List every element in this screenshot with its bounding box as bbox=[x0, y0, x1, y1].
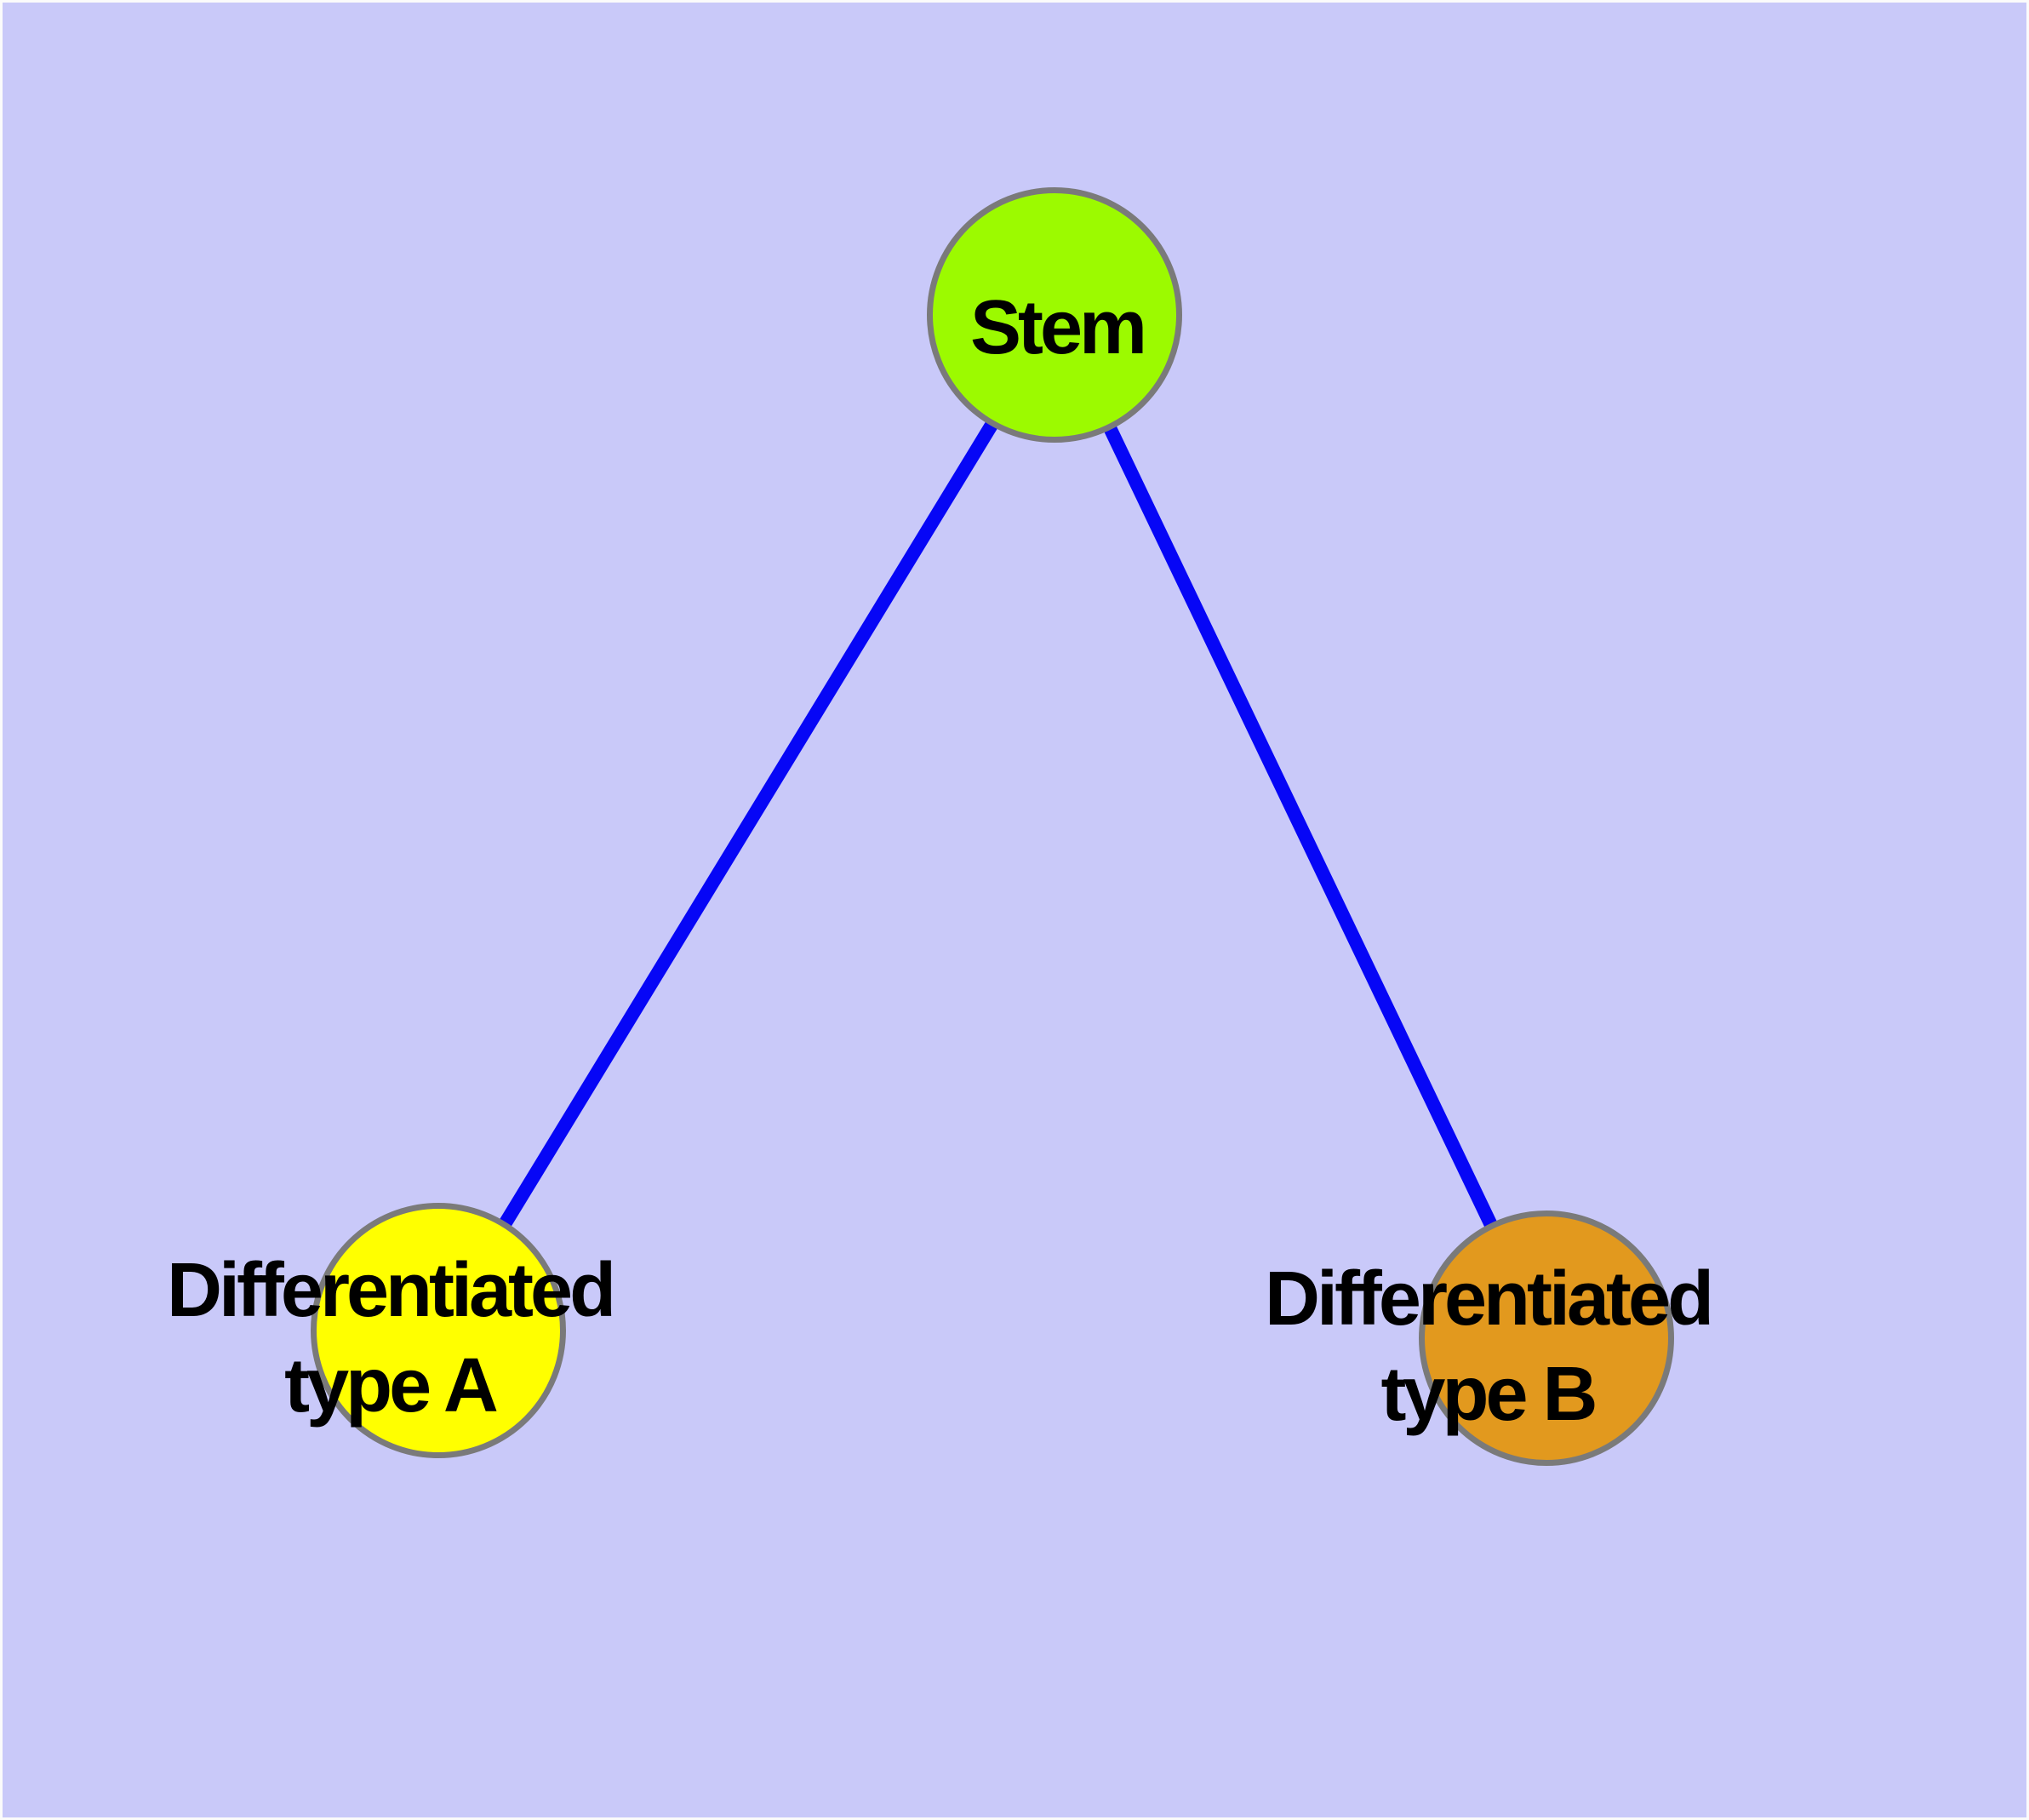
node-stem bbox=[927, 187, 1182, 443]
node-a-label-line1: Differentiated bbox=[166, 1248, 616, 1333]
node-a-label-line2: type A bbox=[284, 1343, 499, 1428]
edge-layer bbox=[432, 313, 1553, 1344]
node-differentiated-type-a bbox=[311, 1203, 566, 1458]
node-b-label-line2: type B bbox=[1380, 1352, 1597, 1437]
node-stem-label: Stem bbox=[969, 280, 1147, 375]
node-differentiated-type-b bbox=[1419, 1210, 1674, 1466]
node-differentiated-type-a-label: Differentiated type A bbox=[166, 1243, 616, 1434]
node-differentiated-type-b-label: Differentiated type B bbox=[1264, 1251, 1714, 1442]
node-b-label-line1: Differentiated bbox=[1264, 1256, 1714, 1342]
edge-stem-to-type-a bbox=[432, 313, 1063, 1337]
edge-stem-to-type-b bbox=[1050, 314, 1553, 1344]
node-stem-label-line1: Stem bbox=[969, 285, 1147, 370]
